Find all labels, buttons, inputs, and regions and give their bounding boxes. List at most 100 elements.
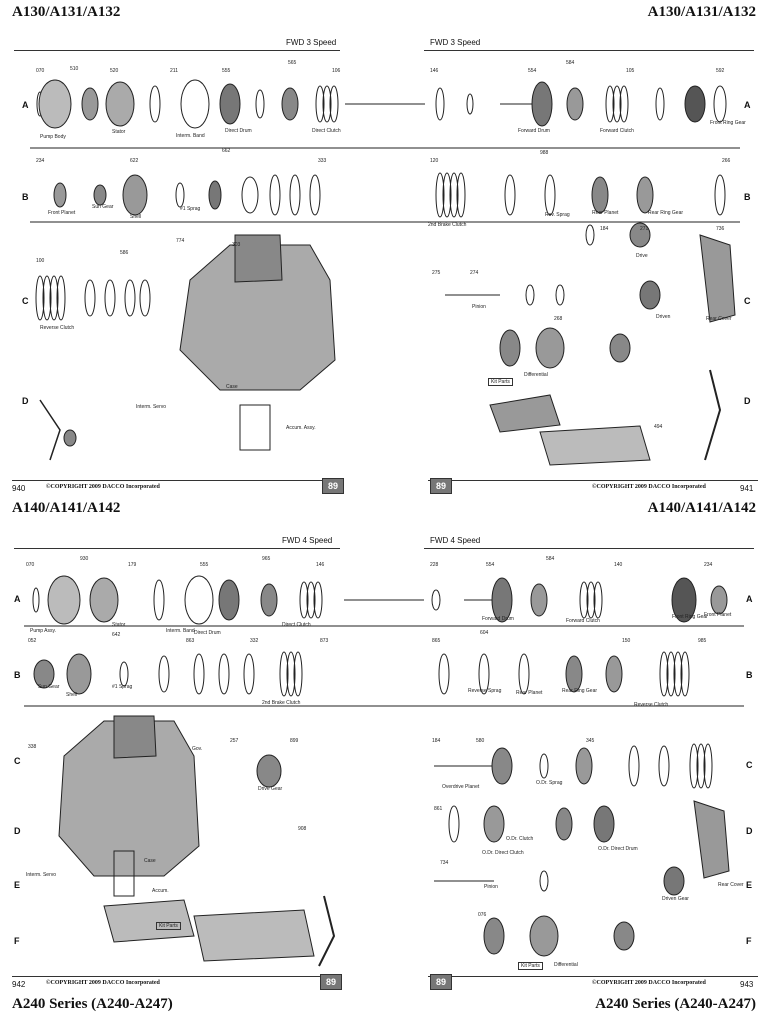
lower-label-accum: Accum. [152, 888, 169, 894]
lower-right-panel-title: FWD 4 Speed [430, 536, 481, 545]
lower-part-number: 332 [250, 638, 259, 644]
lower-left-page-box: 89 [320, 974, 342, 990]
upper-left-page-box: 89 [322, 478, 344, 494]
upper-part-number: 146 [430, 68, 439, 74]
lower-part-number: 555 [200, 562, 209, 568]
lower-label-kit-parts-left: Kit Parts [156, 922, 181, 930]
lower-right-title-line [424, 548, 754, 549]
lower-label-kit-parts-right: Kit Parts [518, 962, 543, 970]
upper-part-number: 266 [722, 158, 731, 164]
upper-label-rear-cover: Rear Cover [706, 316, 732, 322]
lower-label-case: Case [144, 858, 156, 864]
upper-part-number: 662 [222, 148, 231, 154]
upper-left-panel-title: FWD 3 Speed [286, 38, 337, 47]
lower-left-panel-title: FWD 4 Speed [282, 536, 333, 545]
upper-label-front-planet: Front Planet [48, 210, 76, 216]
upper-right-row-b: B [744, 192, 751, 202]
upper-right-row-d: D [744, 396, 751, 406]
upper-label-differential: Differential [524, 372, 548, 378]
lower-right-page-number: 943 [740, 980, 754, 989]
upper-left-row-b: B [22, 192, 29, 202]
upper-label-stator: Stator [112, 129, 126, 135]
lower-part-number: 150 [622, 638, 631, 644]
upper-label-front-ring-gear: Front Ring Gear [710, 120, 746, 126]
upper-right-panel-title: FWD 3 Speed [430, 38, 481, 47]
upper-left-footer-line [12, 480, 340, 481]
upper-label-rev-sprag: Rev. Sprag [545, 212, 570, 218]
lower-label-stator: Stator [112, 622, 126, 628]
upper-label-pinion: Pinion [472, 304, 486, 310]
lower-label-differential: Differential [554, 962, 578, 968]
upper-part-number: 234 [36, 158, 45, 164]
upper-part-number: 274 [470, 270, 479, 276]
lower-label-o-dr-clutch: O.Dr. Clutch [506, 836, 534, 842]
upper-label-2nd-brake-clutch: 2nd Brake Clutch [428, 222, 467, 228]
lower-right-row-d: D [746, 826, 753, 836]
upper-left-title-line [14, 50, 340, 51]
lower-left-row-e: E [14, 880, 21, 890]
upper-label-rear-ring-gear: Rear Ring Gear [648, 210, 684, 216]
lower-left-footer-line [12, 976, 340, 977]
upper-part-number: 106 [332, 68, 341, 74]
upper-part-number: 586 [120, 250, 129, 256]
lower-label-front-ring-gear: Front Ring Gear [672, 614, 708, 620]
upper-right-row-a: A [744, 100, 751, 110]
lower-part-number: 052 [28, 638, 37, 644]
upper-part-number: 100 [36, 258, 45, 264]
upper-part-number: 070 [36, 68, 45, 74]
lower-right-row-b: B [746, 670, 753, 680]
upper-left-page-number: 940 [12, 484, 26, 493]
upper-part-number: 554 [528, 68, 537, 74]
upper-part-number: 555 [222, 68, 231, 74]
upper-label-pump-body: Pump Body [40, 134, 66, 140]
upper-right-footer-line [428, 480, 758, 481]
lower-part-number: 861 [434, 806, 443, 812]
lower-part-number: 345 [586, 738, 595, 744]
lower-part-number: 338 [28, 744, 37, 750]
lower-part-number: 930 [80, 556, 89, 562]
lower-label-reverse-sprag: Reverse Sprag [468, 688, 502, 694]
lower-left-row-c: C [14, 756, 21, 766]
top-left-model-title: A130/A131/A132 [12, 4, 121, 20]
lower-part-number: 985 [698, 638, 707, 644]
upper-part-number: 268 [554, 316, 563, 322]
mid-left-model-title: A140/A141/A142 [12, 500, 121, 516]
lower-part-number: 228 [430, 562, 439, 568]
lower-part-number: 554 [486, 562, 495, 568]
lower-label-interm-servo: Interm. Servo [26, 872, 57, 878]
upper-left-row-c: C [22, 296, 29, 306]
upper-part-number: 736 [716, 226, 725, 232]
upper-left-row-a: A [22, 100, 29, 110]
lower-part-number: 257 [230, 738, 239, 744]
lower-label-sun-gear: Sun Gear [38, 684, 60, 690]
lower-right-copyright: ©COPYRIGHT 2009 DACCO Incorporated [592, 980, 706, 986]
upper-part-number: 510 [70, 66, 79, 72]
lower-left-row-b: B [14, 670, 21, 680]
lower-part-number: 734 [440, 860, 449, 866]
lower-left-row-f: F [14, 936, 20, 946]
lower-part-number: 070 [26, 562, 35, 568]
top-right-model-title: A130/A131/A132 [647, 4, 756, 20]
upper-label-direct-drum: Direct Drum [225, 128, 252, 134]
lower-part-number: 642 [112, 632, 121, 638]
upper-part-number: 988 [540, 150, 549, 156]
lower-part-number: 076 [478, 912, 487, 918]
upper-right-page-box: 89 [430, 478, 452, 494]
upper-label-reverse-clutch: Reverse Clutch [40, 325, 75, 331]
bottom-right-series-title: A240 Series (A240-A247) [595, 996, 756, 1012]
lower-label-reverse-clutch: Reverse Clutch [634, 702, 669, 708]
lower-label-drive-gear: Drive Gear [258, 786, 283, 792]
upper-label-interm-servo: Interm. Servo [136, 404, 167, 410]
lower-exploded-diagram [24, 575, 744, 967]
upper-part-number: 494 [654, 424, 663, 430]
mid-right-model-title: A140/A141/A142 [647, 500, 756, 516]
upper-part-number: 271 [640, 226, 649, 232]
upper-right-row-c: C [744, 296, 751, 306]
lower-part-number: 234 [704, 562, 713, 568]
upper-label-accum-assy: Accum. Assy. [286, 425, 316, 431]
lower-left-title-line [14, 548, 340, 549]
upper-label-driven: Driven [656, 314, 671, 320]
upper-label-forward-clutch: Forward Clutch [600, 128, 634, 134]
lower-label-pump-assy: Pump Assy. [30, 628, 57, 634]
upper-left-copyright: ©COPYRIGHT 2009 DACCO Incorporated [46, 484, 160, 490]
